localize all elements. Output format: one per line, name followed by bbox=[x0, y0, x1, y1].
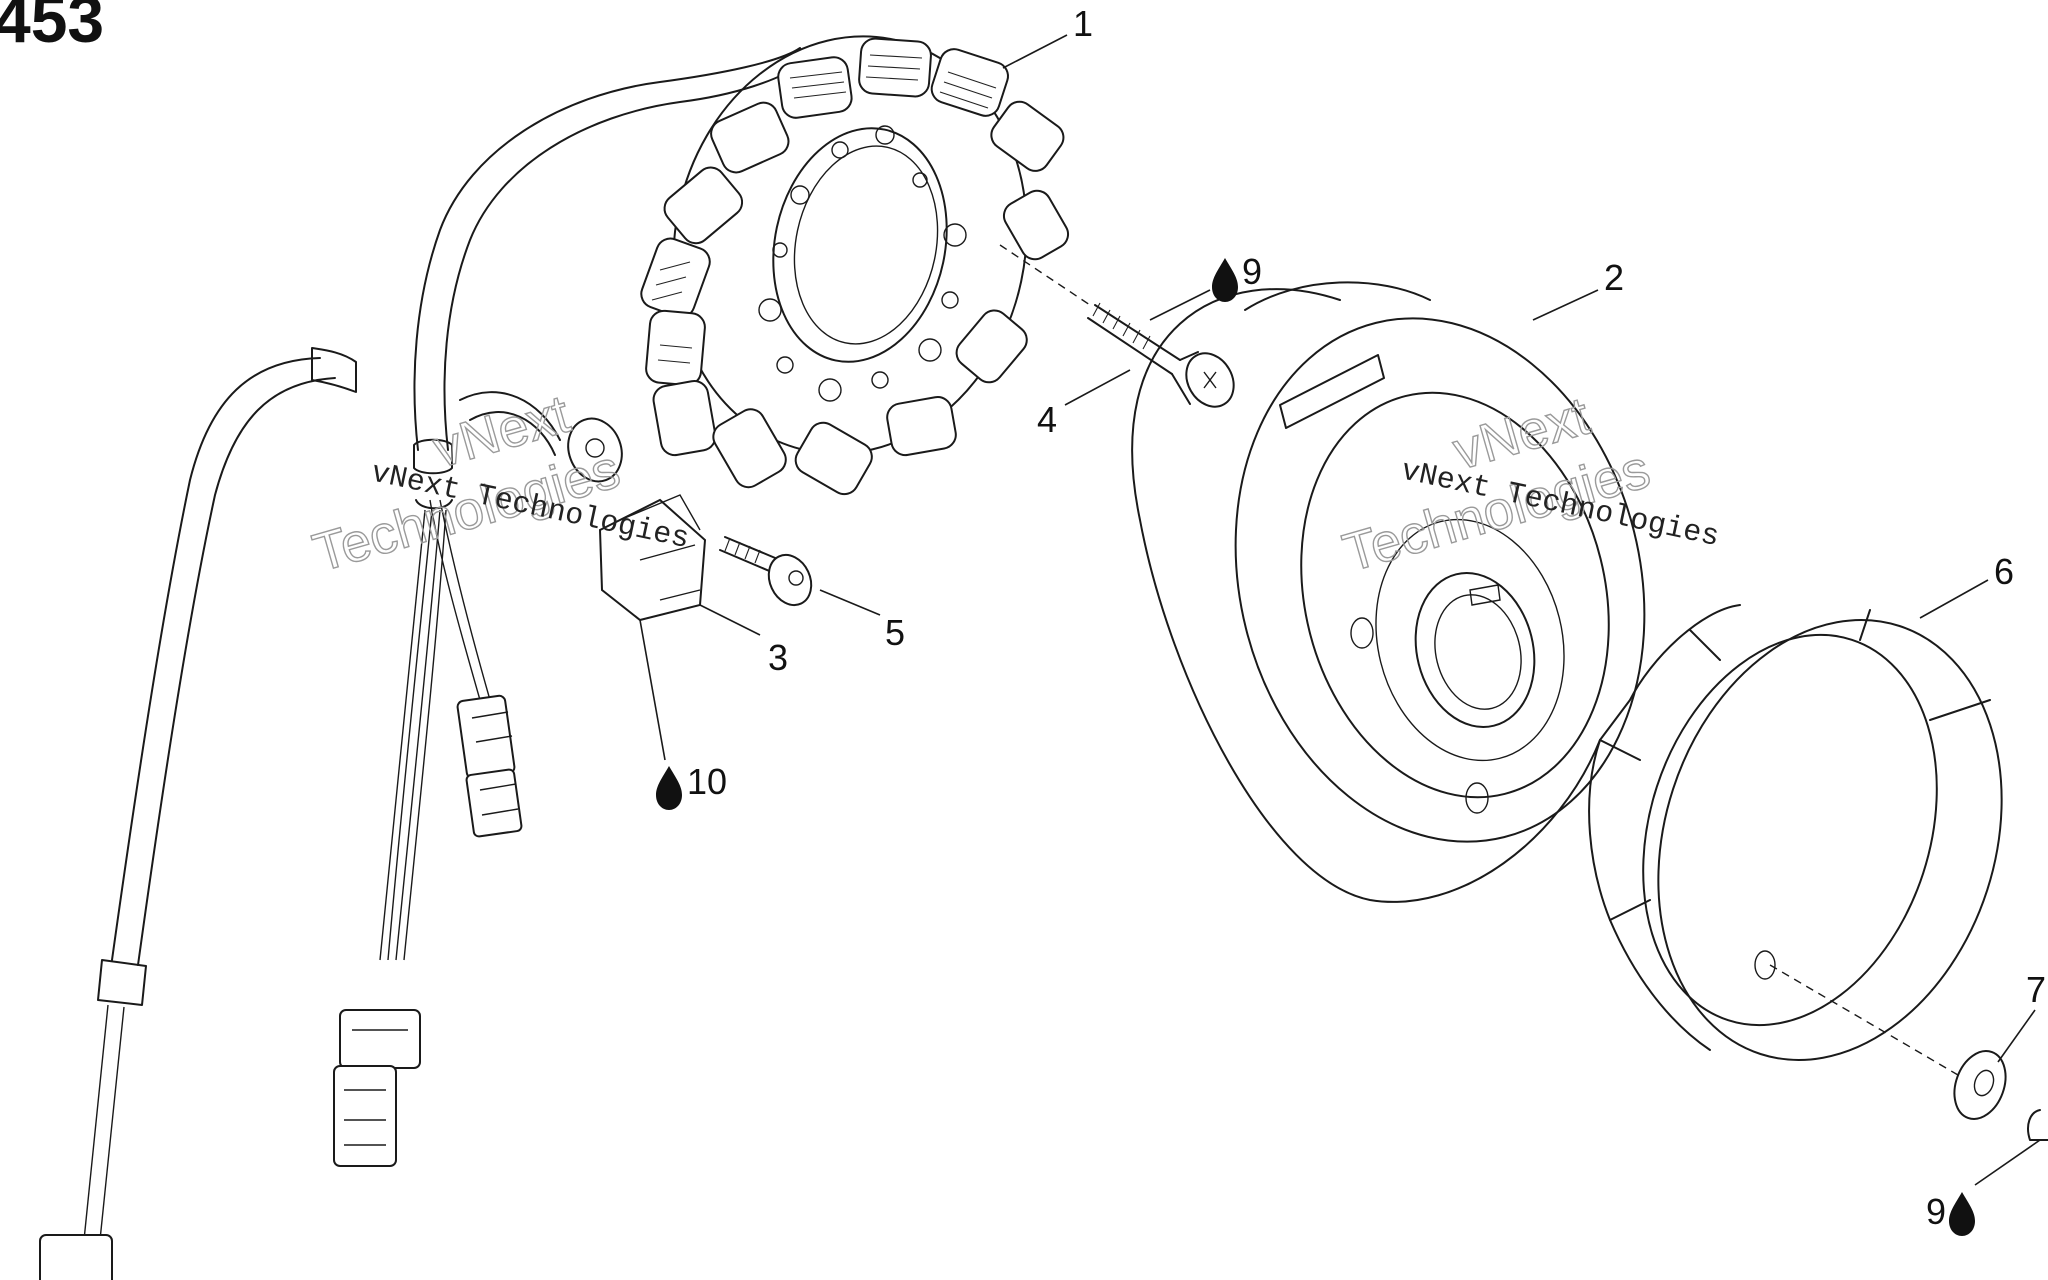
nut-8 bbox=[2027, 1109, 2048, 1141]
rotor-cover-cup bbox=[1588, 604, 2003, 1061]
stator-coils bbox=[640, 37, 1070, 496]
callout-6: 6 bbox=[1994, 551, 2014, 592]
stator-assembly bbox=[640, 35, 1070, 496]
watermark-right: vNext Technologies vNext Technologies bbox=[1336, 385, 1722, 584]
diagram-id: 453 bbox=[0, 0, 104, 56]
callout-9-lower: 9 bbox=[1926, 1191, 1975, 1236]
screw-5 bbox=[719, 536, 813, 607]
flywheel-rotor bbox=[1131, 281, 1646, 903]
callout-4: 4 bbox=[1037, 399, 1057, 440]
bolt-4 bbox=[1087, 302, 1235, 408]
oil-drop-icon bbox=[1949, 1192, 1975, 1236]
wiring-harness bbox=[39, 47, 806, 1280]
svg-text:10: 10 bbox=[687, 761, 727, 802]
callout-7: 7 bbox=[2026, 969, 2046, 1010]
callout-9-upper: 9 bbox=[1212, 251, 1262, 302]
svg-text:9: 9 bbox=[1242, 251, 1262, 292]
callout-2: 2 bbox=[1604, 257, 1624, 298]
callout-labels: 1 2 3 4 5 6 7 9 9 10 bbox=[656, 3, 2046, 1236]
callout-10: 10 bbox=[656, 761, 727, 810]
svg-text:9: 9 bbox=[1926, 1191, 1946, 1232]
harness-connector-upper bbox=[456, 694, 523, 838]
callout-5: 5 bbox=[885, 612, 905, 653]
oil-drop-icon bbox=[1212, 258, 1238, 302]
washer-7 bbox=[1953, 1050, 2007, 1120]
callout-1: 1 bbox=[1073, 3, 1093, 44]
callout-3: 3 bbox=[768, 637, 788, 678]
oil-drop-icon bbox=[656, 766, 682, 810]
harness-connector-lower bbox=[333, 1009, 421, 1167]
leader-lines bbox=[639, 34, 2041, 1186]
